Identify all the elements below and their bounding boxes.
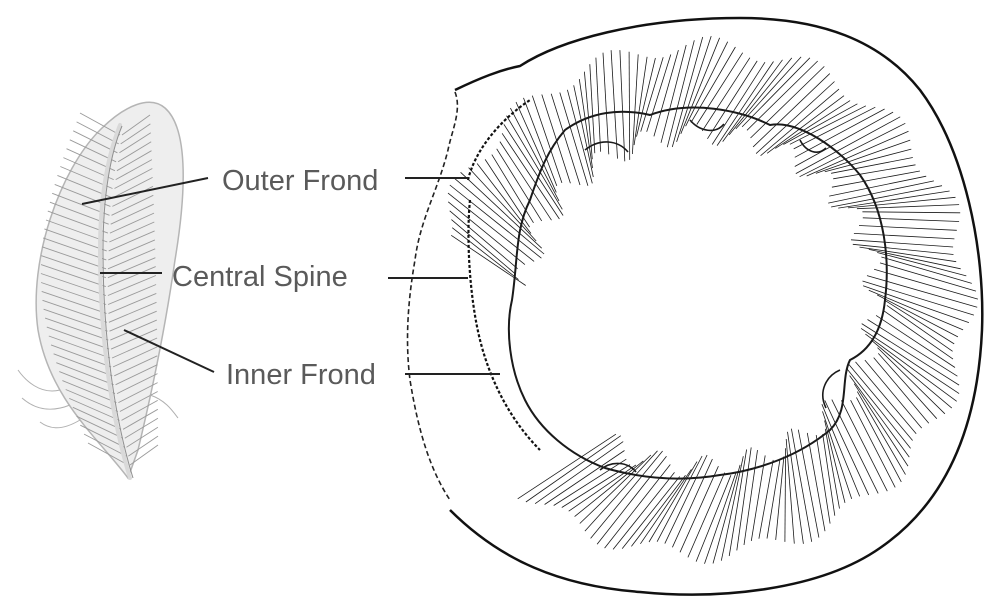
coiled-feather-cross-section [408,18,983,595]
barb-stroke [823,411,852,499]
barb-stroke [794,107,876,149]
barb-stroke [841,400,887,491]
barb-stroke [877,295,958,337]
barb-stroke [851,400,896,487]
barb-stroke [452,228,518,280]
barb-stroke [825,421,845,503]
label-central-spine: Central Spine [172,262,348,292]
barb-stroke [640,469,691,544]
barb-stroke [876,315,955,367]
barb-stroke [688,473,725,558]
barb-stroke [492,155,534,223]
barb-stroke [878,348,945,414]
barb-stroke [569,465,636,511]
barb-stroke [451,220,515,274]
label-outer-frond: Outer Frond [222,166,378,196]
barb-stroke [767,461,780,539]
barb-stroke [613,472,674,549]
barb-stroke [862,324,959,386]
barb-stroke [872,341,952,408]
barb-stroke [816,435,830,523]
barb-stroke [856,397,901,482]
barb-stroke [785,448,786,542]
barb-stroke [516,102,556,192]
barb-stroke [847,369,911,449]
barb-stroke [759,460,773,539]
barb-stroke [807,433,825,531]
barb-stroke [881,257,971,283]
barb-stroke [880,263,976,291]
feather-icon [18,102,183,478]
label-inner-frond: Inner Frond [226,360,376,390]
barb-stroke [469,168,537,241]
barb-stroke [849,364,913,440]
coil-left-edge [408,92,458,500]
barb-stroke [776,456,784,540]
barb-stroke [874,358,929,424]
barb-stroke [554,459,627,505]
coil-inner-opening [509,108,887,479]
barb-stroke [622,477,680,549]
barb-stroke [877,253,966,276]
